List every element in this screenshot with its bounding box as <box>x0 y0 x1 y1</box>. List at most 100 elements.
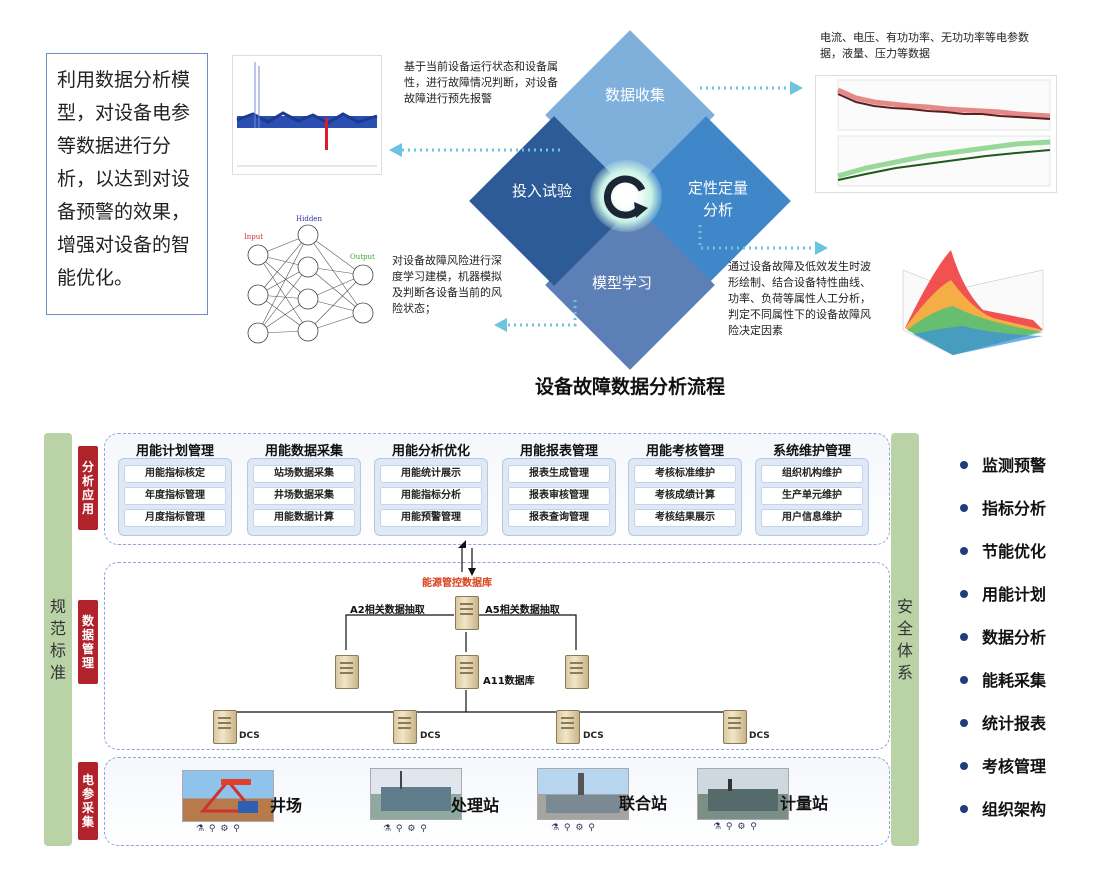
a11-db-label: A11数据库 <box>483 676 535 687</box>
dotted-arrows <box>389 81 828 332</box>
diamond-top-label: 数据收集 <box>604 86 665 104</box>
bullet-text: 用能计划 <box>982 585 1047 604</box>
well-site-photo <box>182 770 274 822</box>
bullet-text: 统计报表 <box>982 714 1047 733</box>
site-label-combined: 联合站 <box>619 794 668 813</box>
module-item[interactable]: 考核结果展示 <box>634 509 736 527</box>
central-db-server-icon <box>455 596 479 630</box>
neural-net-figure: Input Hidden Output <box>238 215 388 355</box>
group-items: 报表生成管理 报表审核管理 报表查询管理 <box>502 458 616 536</box>
process-diamond: 数据收集 定性定量 分析 模型学习 投入试验 <box>450 20 791 370</box>
note-mid-left-text: 对设备故障风险进行深度学习建模，机器模拟及判断各设备当前的风险状态； <box>392 254 502 315</box>
bullet-item: 数据分析 <box>960 624 1046 648</box>
tab-collection: 电参采集 <box>78 762 98 840</box>
note-mid-right-text: 通过设备故障及低效发生时波形绘制、结合设备特性曲线、功率、负荷等属性人工分析，判… <box>728 260 871 337</box>
group-title: 用能考核管理 <box>645 444 724 459</box>
bullet-dot-icon <box>960 589 968 598</box>
group-items: 考核标准维护 考核成绩计算 考核结果展示 <box>628 458 742 536</box>
flow-title: 设备故障数据分析流程 <box>534 376 725 398</box>
bullet-item: 节能优化 <box>960 538 1046 562</box>
diamond-right-label: 定性定量 分析 <box>678 177 758 221</box>
group-system-maint: 系统维护管理 组织机构维护 生产单元维护 用户信息维护 <box>755 440 869 536</box>
module-item[interactable]: 年度指标管理 <box>124 487 226 505</box>
module-item[interactable]: 用能数据计算 <box>253 509 355 527</box>
module-item[interactable]: 报表审核管理 <box>508 487 610 505</box>
module-item[interactable]: 月度指标管理 <box>124 509 226 527</box>
module-item[interactable]: 站场数据采集 <box>253 465 355 483</box>
module-item[interactable]: 用能统计展示 <box>380 465 482 483</box>
site-label-metering: 计量站 <box>780 794 829 813</box>
module-item[interactable]: 井场数据采集 <box>253 487 355 505</box>
module-item[interactable]: 报表查询管理 <box>508 509 610 527</box>
note-mid-right: 通过设备故障及低效发生时波形绘制、结合设备特性曲线、功率、负荷等属性人工分析，判… <box>728 259 878 339</box>
group-items: 用能统计展示 用能指标分析 用能预警管理 <box>374 458 488 536</box>
sensor-icons-4: ⚗ ⚲ ⚙ ⚲ <box>713 822 758 832</box>
module-item[interactable]: 用户信息维护 <box>761 509 863 527</box>
cycle-icon <box>590 160 662 232</box>
tab-analysis-app: 分析应用 <box>78 446 98 530</box>
combined-station-photo <box>537 768 629 820</box>
nn-input-label: Input <box>244 233 264 241</box>
group-items: 组织机构维护 生产单元维护 用户信息维护 <box>755 458 869 536</box>
dcs-server-icon-4 <box>723 710 747 744</box>
diamond-bottom-label: 模型学习 <box>591 274 652 292</box>
group-energy-analysis: 用能分析优化 用能统计展示 用能指标分析 用能预警管理 <box>374 440 488 536</box>
module-item[interactable]: 考核成绩计算 <box>634 487 736 505</box>
bullet-dot-icon <box>960 804 968 813</box>
group-title: 用能分析优化 <box>391 444 470 459</box>
module-item[interactable]: 考核标准维护 <box>634 465 736 483</box>
group-energy-assess: 用能考核管理 考核标准维护 考核成绩计算 考核结果展示 <box>628 440 742 536</box>
group-energy-collect: 用能数据采集 站场数据采集 井场数据采集 用能数据计算 <box>247 440 361 536</box>
standards-char-4: 准 <box>49 662 66 682</box>
site-label-treatment: 处理站 <box>451 796 500 815</box>
sensor-icons-2: ⚗ ⚲ ⚙ ⚲ <box>383 824 428 834</box>
bullet-item: 用能计划 <box>960 581 1046 605</box>
bullet-dot-icon <box>960 546 968 555</box>
group-items: 站场数据采集 井场数据采集 用能数据计算 <box>247 458 361 536</box>
bullet-text: 组织架构 <box>982 800 1047 819</box>
dcs-label-3: DCS <box>583 731 604 741</box>
standards-column: 规 范 标 准 <box>44 433 72 846</box>
dcs-server-icon-3 <box>556 710 580 744</box>
a2-server-icon <box>335 655 359 689</box>
signal-plot <box>236 62 378 167</box>
security-char-1: 安 <box>896 596 913 616</box>
module-item[interactable]: 生产单元维护 <box>761 487 863 505</box>
bullet-dot-icon <box>960 675 968 684</box>
bullet-item: 考核管理 <box>960 753 1046 777</box>
nn-hidden-label: Hidden <box>296 215 322 223</box>
bullet-text: 数据分析 <box>982 628 1047 647</box>
a11-server-icon <box>455 655 479 689</box>
note-top-right: 电流、电压、有功功率、无功功率等电参数据，液量、压力等数据 <box>820 30 1030 62</box>
security-column: 安 全 体 系 <box>891 433 919 846</box>
group-energy-plan: 用能计划管理 用能指标核定 年度指标管理 月度指标管理 <box>118 440 232 536</box>
a5-server-icon <box>565 655 589 689</box>
module-item[interactable]: 用能指标核定 <box>124 465 226 483</box>
metering-station-photo <box>697 768 789 820</box>
module-item[interactable]: 组织机构维护 <box>761 465 863 483</box>
bullet-item: 组织架构 <box>960 796 1046 820</box>
module-item[interactable]: 用能指标分析 <box>380 487 482 505</box>
module-item[interactable]: 报表生成管理 <box>508 465 610 483</box>
group-title: 系统维护管理 <box>772 444 851 459</box>
group-title: 用能计划管理 <box>135 444 214 459</box>
electric-trend-thumbnail <box>815 75 1057 193</box>
module-item[interactable]: 用能预警管理 <box>380 509 482 527</box>
group-title: 用能报表管理 <box>519 444 598 459</box>
standards-char-3: 标 <box>49 640 66 660</box>
sensor-icons-3: ⚗ ⚲ ⚙ ⚲ <box>551 823 596 833</box>
a2-extract-label: A2相关数据抽取 <box>350 605 425 616</box>
energy-db-label: 能源管控数据库 <box>422 578 492 589</box>
diamond-right-label-2: 分析 <box>702 201 733 219</box>
bullet-dot-icon <box>960 503 968 512</box>
sensor-icons-1: ⚗ ⚲ ⚙ ⚲ <box>196 824 241 834</box>
note-mid-left: 对设备故障风险进行深度学习建模，机器模拟及判断各设备当前的风险状态； <box>392 253 504 317</box>
intro-text-box: 利用数据分析模型，对设备电参等数据进行分析，以达到对设备预警的效果，增强对设备的… <box>46 53 208 315</box>
note-top-left: 基于当前设备运行状态和设备属性，进行故障情况判断，对设备故障进行预先报警 <box>404 59 564 107</box>
signal-thumbnail <box>232 55 382 175</box>
dcs-label-1: DCS <box>239 731 260 741</box>
security-char-2: 全 <box>896 618 913 638</box>
intro-text: 利用数据分析模型，对设备电参等数据进行分析，以达到对设备预警的效果，增强对设备的… <box>57 69 191 289</box>
note-top-left-text: 基于当前设备运行状态和设备属性，进行故障情况判断，对设备故障进行预先报警 <box>404 60 558 105</box>
